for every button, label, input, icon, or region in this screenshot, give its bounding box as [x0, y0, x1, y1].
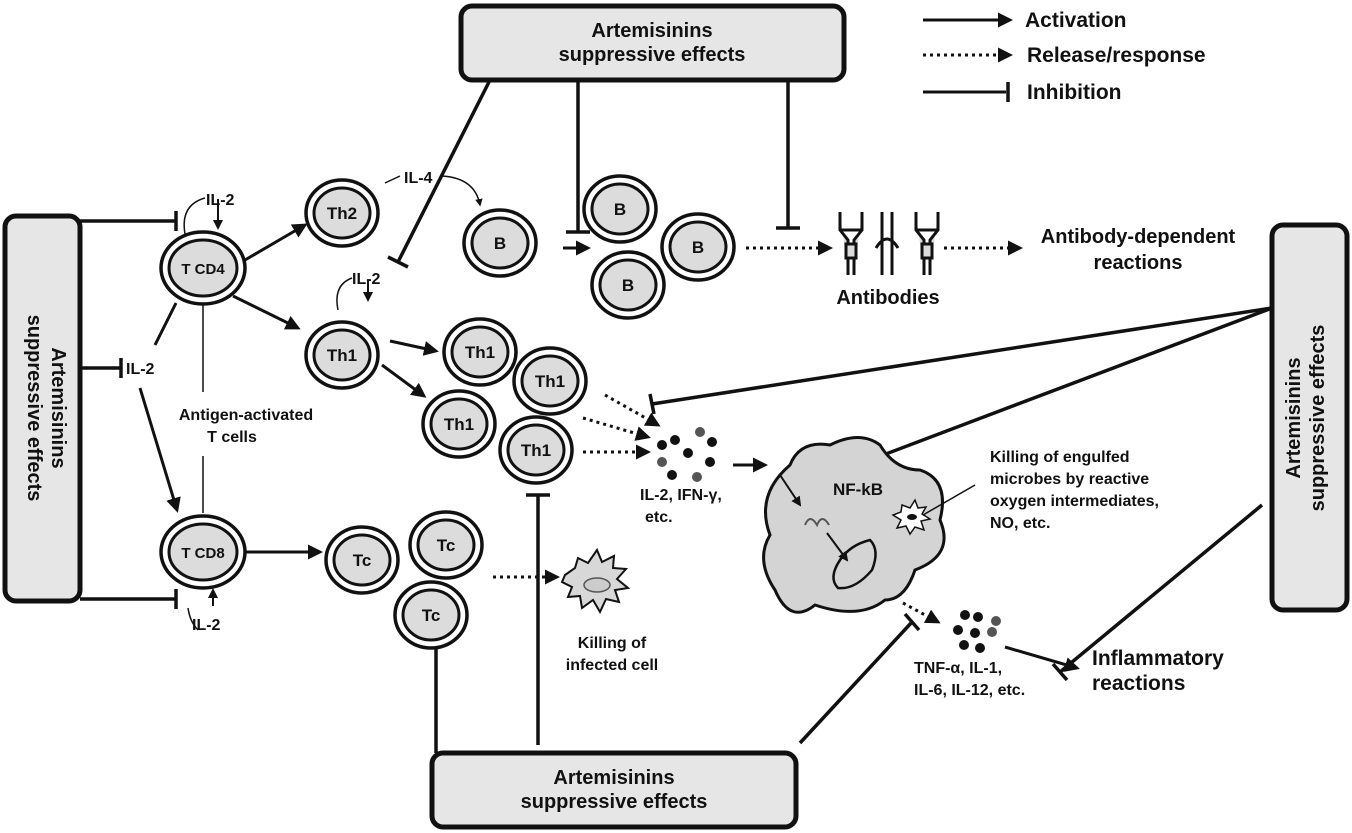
cell-th1-b: Th1: [442, 317, 518, 387]
inhibition-lines: [80, 79, 1273, 753]
nfkb-label: NF-kB: [833, 480, 883, 499]
cell-t-cd8-label: T CD8: [181, 545, 224, 562]
box-left-line1: Artemisinins: [47, 347, 69, 468]
granule-icon: [804, 518, 830, 528]
th1-cytokines-line1: IL-2, IFN-γ,: [640, 487, 722, 504]
cell-th1-e-label: Th1: [521, 441, 551, 460]
cell-t-cd8: T CD8: [159, 514, 247, 590]
cell-b-4-label: B: [692, 238, 704, 257]
cell-b-2: B: [582, 174, 658, 244]
legend-activation: Activation: [1025, 9, 1127, 32]
cell-b-1-label: B: [494, 234, 506, 253]
cytokine-dot: [657, 440, 667, 450]
box-top-line2: suppressive effects: [559, 44, 746, 66]
cytokine-dot: [960, 610, 970, 620]
cell-th2: Th2: [304, 178, 380, 248]
macrophage-cytokines-line2: IL-6, IL-12, etc.: [914, 682, 1025, 699]
cytokine-dot: [953, 625, 963, 635]
suppressor-box-top: Artemisinins suppressive effects: [458, 3, 847, 83]
cell-b-1: B: [462, 208, 538, 278]
macrophage-cytokines-line1: TNF-α, IL-1,: [914, 660, 1002, 677]
il2-label-cd4: IL-2: [206, 192, 235, 209]
cytokine-dot: [707, 437, 717, 447]
killing-microbes-line4: NO, etc.: [990, 515, 1050, 532]
suppressor-box-bottom: Artemisinins suppressive effects: [429, 750, 799, 830]
antigen-activated-line2: T cells: [207, 429, 257, 446]
killing-microbes-line3: oxygen intermediates,: [990, 493, 1159, 510]
antibody-reactions-line2: reactions: [1094, 252, 1183, 274]
killing-infected-line1: Killing of: [578, 635, 647, 652]
cell-tc-3: Tc: [393, 580, 469, 650]
antibodies-label: Antibodies: [836, 287, 939, 309]
cell-b-2-label: B: [614, 200, 626, 219]
cell-tc-1-label: Tc: [353, 551, 372, 570]
cell-th1-d-label: Th1: [535, 372, 565, 391]
box-bottom-line1: Artemisinins: [553, 767, 674, 789]
cell-t-cd4-label: T CD4: [181, 261, 225, 278]
cell-b-4: B: [660, 212, 736, 282]
il4-label: IL-4: [404, 170, 433, 187]
cell-b-3-label: B: [622, 276, 634, 295]
legend: Activation Release/response Inhibition: [923, 9, 1206, 104]
cytokine-dot: [670, 435, 680, 445]
cell-th2-label: Th2: [327, 204, 357, 223]
cell-th1-e: Th1: [498, 415, 574, 485]
cytokine-dot: [970, 628, 980, 638]
killing-microbes-line2: microbes by reactive: [990, 471, 1149, 488]
box-right-line1: Artemisinins: [1283, 357, 1305, 478]
antibodies-icon: [838, 212, 940, 275]
activation-arrows: [138, 175, 1080, 672]
cell-th1-d: Th1: [512, 346, 588, 416]
box-right-line2: suppressive effects: [1307, 325, 1329, 512]
cytokine-dot: [987, 627, 997, 637]
box-bottom-line2: suppressive effects: [521, 791, 708, 813]
cytokine-dot: [695, 427, 705, 437]
cytokine-dot: [657, 457, 667, 467]
box-left-line2: suppressive effects: [23, 315, 45, 502]
cytokine-dot: [705, 457, 715, 467]
box-top-line1: Artemisinins: [591, 20, 712, 42]
suppressor-box-left: Artemisinins suppressive effects: [2, 213, 83, 604]
cell-tc-2-label: Tc: [437, 536, 456, 555]
il2-label-th1: IL-2: [352, 271, 381, 288]
cytokine-dot: [667, 470, 677, 480]
il2-label-cd8: IL-2: [192, 617, 221, 634]
cell-th1-c: Th1: [421, 389, 497, 459]
antibody-reactions-line1: Antibody-dependent: [1041, 226, 1236, 248]
cytokine-dot: [692, 472, 702, 482]
cell-th1-b-label: Th1: [465, 343, 495, 362]
cell-tc-2: Tc: [408, 510, 484, 580]
killing-infected-line2: infected cell: [566, 657, 658, 674]
cytokine-dot: [683, 448, 693, 458]
inflammatory-line1: Inflammatory: [1092, 647, 1224, 670]
cell-tc-1: Tc: [324, 525, 400, 595]
th1-cytokines-icon: [657, 427, 717, 482]
cell-th1-c-label: Th1: [444, 415, 474, 434]
legend-inhibition: Inhibition: [1027, 81, 1121, 104]
killing-microbes-line1: Killing of engulfed: [990, 449, 1130, 466]
th1-cytokines-line2: etc.: [645, 509, 673, 526]
il2-label-central: IL-2: [126, 361, 155, 378]
cell-th1-a: Th1: [304, 320, 380, 390]
cell-th1-a-label: Th1: [327, 346, 357, 365]
release-arrows: [493, 240, 1023, 624]
suppressor-box-right: Artemisinins suppressive effects: [1269, 222, 1350, 613]
legend-release: Release/response: [1027, 44, 1206, 67]
infected-cell-icon: [560, 547, 631, 615]
macrophage-icon: [762, 436, 976, 614]
antigen-activated-line1: Antigen-activated: [179, 407, 313, 424]
cytokine-dot: [991, 616, 1001, 626]
cytokine-dot: [959, 640, 969, 650]
cytokine-dot: [975, 643, 985, 653]
cytokine-dot: [973, 612, 983, 622]
cell-b-3: B: [590, 250, 666, 320]
cell-tc-3-label: Tc: [422, 606, 441, 625]
cell-t-cd4: T CD4: [159, 230, 247, 306]
inflammatory-line2: reactions: [1092, 672, 1185, 695]
macrophage-cytokines-icon: [953, 610, 1001, 653]
